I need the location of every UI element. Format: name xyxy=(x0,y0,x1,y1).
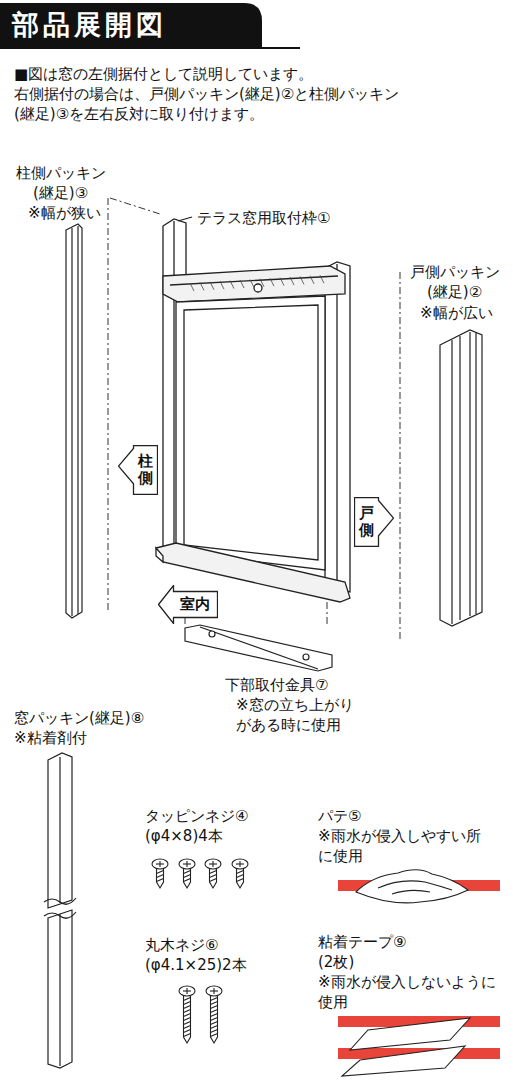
window-packing xyxy=(44,753,76,1068)
rib-stroke xyxy=(240,280,244,288)
screw-symbol xyxy=(179,859,195,888)
rib-stroke xyxy=(220,281,224,289)
part-label: ※幅が狭い xyxy=(28,203,101,223)
part-label: 窓パッキン(継足)⑧ xyxy=(14,708,144,728)
lower-bracket xyxy=(185,625,332,671)
part-label: ※幅が広い xyxy=(420,303,493,323)
part-label: タッピンネジ④ (φ4×8)4本 xyxy=(145,806,252,846)
title: 部品展開図 xyxy=(12,7,167,43)
rib-stroke xyxy=(280,278,284,286)
part-label: ※雨水が侵入しやすい所 に使用 xyxy=(318,826,484,866)
title-banner xyxy=(0,3,262,49)
direction-arrow: 戸側 xyxy=(354,497,393,546)
arrow-label: 柱側 xyxy=(138,453,153,486)
rib-stroke xyxy=(300,276,304,284)
pillar-packing xyxy=(66,224,82,618)
rib-stroke xyxy=(250,279,254,287)
screw-symbol xyxy=(205,859,221,888)
arrow-label: 戸側 xyxy=(359,505,374,538)
part-label: 粘着テープ⑨ (2枚) xyxy=(318,932,410,972)
putty xyxy=(356,870,468,903)
banner-rule xyxy=(262,47,300,49)
note-text: ■図は窓の左側据付として説明しています。 右側据付の場合は、戸側パッキン(継足)… xyxy=(14,64,403,124)
part-label: 下部取付金具⑦ xyxy=(225,675,328,695)
part-label: ※窓の立ち上がり がある時に使用 xyxy=(236,695,357,735)
rib-stroke xyxy=(320,275,324,283)
screw-symbol xyxy=(179,986,195,1043)
rib-stroke xyxy=(260,279,264,287)
screw-symbol xyxy=(232,859,248,888)
rib-stroke xyxy=(190,283,194,291)
part-label: 柱側パッキン (継足)③ xyxy=(14,163,107,203)
arrow-label: 室内 xyxy=(180,595,210,613)
rib-stroke xyxy=(230,281,234,289)
adhesive-tape xyxy=(342,1018,470,1076)
part-label: 丸木ネジ⑥ (φ4.1×25)2本 xyxy=(145,935,250,975)
direction-arrow: 室内 xyxy=(158,585,217,623)
part-label: ※粘着剤付 xyxy=(14,728,87,748)
rib-stroke xyxy=(290,277,294,285)
part-label: パテ⑤ xyxy=(318,806,361,826)
mounting-frame xyxy=(156,217,350,602)
rib-stroke xyxy=(200,282,204,290)
part-label: テラス窓用取付枠① xyxy=(197,208,330,228)
screw-symbol xyxy=(206,986,222,1043)
rib-stroke xyxy=(270,278,274,286)
part-label: ※雨水が侵入しないように 使用 xyxy=(318,972,499,1012)
alignment-lines xyxy=(108,198,400,640)
door-packing xyxy=(440,330,482,626)
frame-ribs xyxy=(190,275,324,291)
part-label: 戸側パッキン (継足)② xyxy=(408,262,501,302)
rib-stroke xyxy=(210,282,214,290)
direction-arrow: 柱側 xyxy=(118,445,157,494)
rib-stroke xyxy=(310,276,314,284)
screw-symbol xyxy=(152,859,168,888)
